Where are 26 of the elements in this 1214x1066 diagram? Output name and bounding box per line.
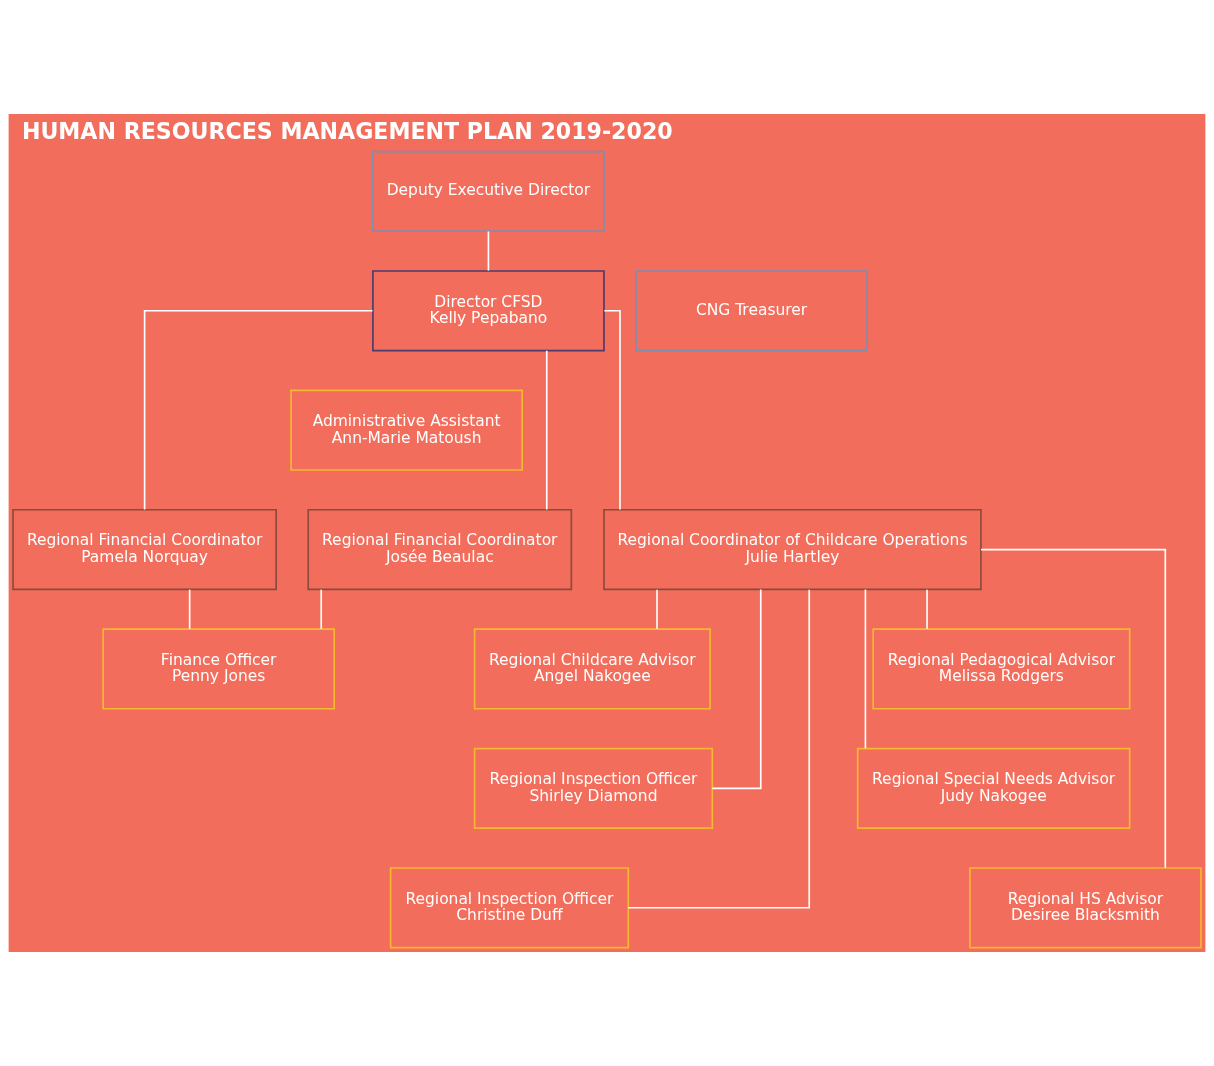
connector <box>711 588 762 790</box>
node-box: CNG Treasurer <box>635 270 868 352</box>
node-box: Regional Financial Coordinator Pamela Norquay <box>12 508 277 591</box>
connector <box>926 588 928 630</box>
node-box: Regional Inspection Officer Shirley Diamond <box>473 747 714 829</box>
node-box: Regional Inspection Officer Christine Duff <box>389 867 630 949</box>
diagram-title: HUMAN RESOURCES MANAGEMENT PLAN 2019-2020 <box>21 118 673 145</box>
connector <box>656 588 658 630</box>
connector <box>487 230 490 272</box>
node-box: Deputy Executive Director <box>372 150 605 232</box>
connector <box>320 588 323 630</box>
node-box: Director CFSD Kelly Pepabano <box>372 270 605 352</box>
connector <box>980 548 1167 869</box>
connector <box>188 588 191 630</box>
node-box: Regional Coordinator of Childcare Operations Julie Hartley <box>603 508 982 591</box>
connector <box>545 349 548 511</box>
node-box: Regional Childcare Advisor Angel Nakogee <box>473 628 711 710</box>
node-box: Administrative Assistant Ann-Marie Matoush <box>290 389 523 471</box>
node-box: Regional Special Needs Advisor Judy Nakogee <box>856 747 1131 829</box>
node-box: Regional Financial Coordinator Josée Beaulac <box>307 508 573 591</box>
connector <box>627 588 811 909</box>
node-box: Regional Pedagogical Advisor Melissa Rodgers <box>872 628 1131 710</box>
node-box: Finance Officer Penny Jones <box>102 628 336 710</box>
node-box: Regional HS Advisor Desiree Blacksmith <box>969 867 1202 949</box>
connector <box>864 588 867 750</box>
connector <box>143 309 374 511</box>
